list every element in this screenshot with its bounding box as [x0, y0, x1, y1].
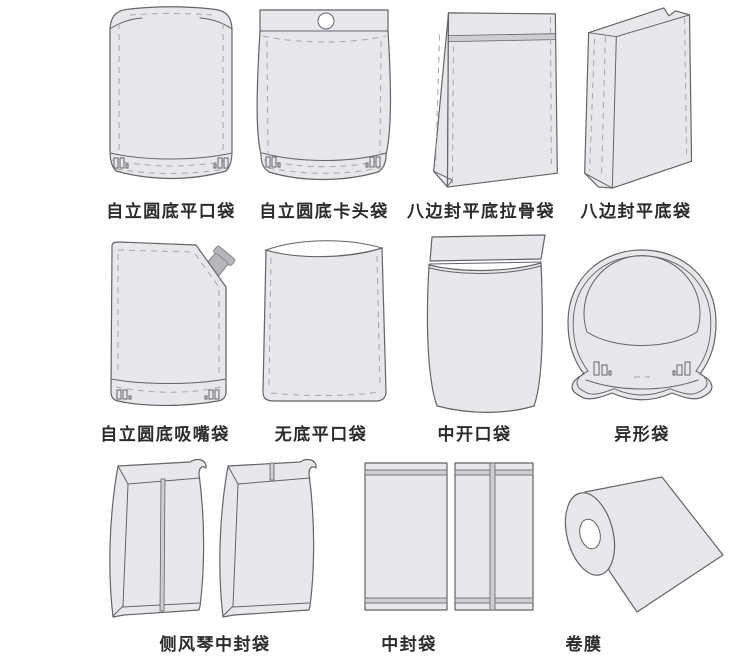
bag-item: 无底平口袋	[252, 234, 402, 445]
bag-label: 中封袋	[381, 635, 437, 654]
bag-item: 自立圆底卡头袋	[250, 3, 398, 222]
special-shaped-bag-icon	[567, 249, 717, 401]
bag-label: 中开口袋	[437, 425, 512, 444]
bag-label: 自立圆底吸嘴袋	[100, 425, 230, 444]
bag-label: 异形袋	[614, 425, 670, 444]
bag-item: 自立圆底吸嘴袋	[84, 234, 246, 445]
bottomless-flat-mouth-bag-icon	[262, 240, 387, 402]
bag-label: 自立圆底平口袋	[106, 202, 236, 221]
bag-label: 卷膜	[565, 635, 603, 654]
bag-item: 自立圆底平口袋	[96, 3, 246, 222]
roll-core	[564, 492, 616, 576]
bag-item: 卷膜	[550, 456, 728, 655]
bag-label: 八边封平底袋	[580, 202, 692, 221]
bag-item: 异形袋	[560, 234, 724, 445]
bag-item: 八边封平底拉骨袋	[407, 3, 568, 222]
stand-up-round-bottom-flat-top-pouch-icon	[109, 6, 233, 180]
stand-up-round-bottom-header-card-pouch-icon	[256, 9, 392, 181]
roll-film-icon	[564, 476, 724, 613]
bag-item: 八边封平底袋	[576, 3, 718, 222]
bag-item: 中封袋	[356, 456, 542, 655]
side-gusset-center-seal-bag-icon	[109, 458, 317, 618]
eight-side-seal-flat-bottom-bag-icon	[584, 7, 693, 189]
bag-item: 侧风琴中封袋	[104, 456, 326, 655]
center-seal-bag-icon	[364, 462, 534, 611]
middle-opening-bag-icon	[426, 234, 546, 413]
bag-label: 自立圆底卡头袋	[259, 202, 389, 221]
bag-item: 中开口袋	[422, 234, 567, 445]
stand-up-round-bottom-spout-pouch-icon	[110, 241, 236, 407]
bag-label: 八边封平底拉骨袋	[407, 202, 555, 221]
eight-side-seal-flat-bottom-zipper-bag-icon	[433, 12, 558, 188]
bag-label: 侧风琴中封袋	[159, 635, 271, 654]
bag-label: 无底平口袋	[274, 425, 368, 444]
